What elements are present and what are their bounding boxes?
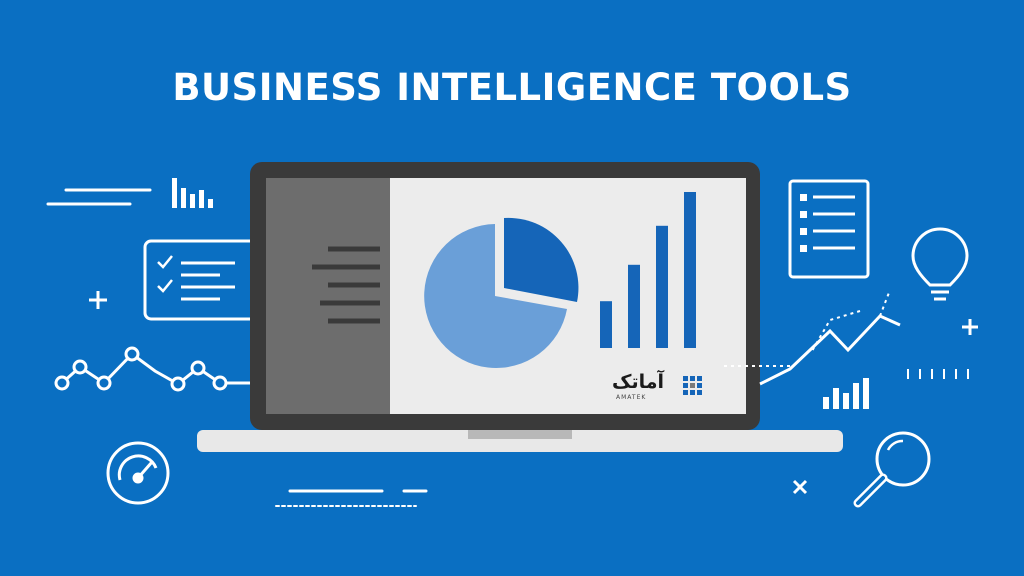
gauge-icon bbox=[106, 441, 170, 505]
close-icon bbox=[792, 479, 808, 495]
plus-icon bbox=[89, 291, 107, 309]
line-graph-icon bbox=[54, 346, 250, 392]
pie-chart bbox=[424, 217, 579, 368]
lightbulb-icon bbox=[911, 227, 969, 301]
tick-marks-icon bbox=[907, 369, 969, 379]
logo-subtitle: AMATEK bbox=[616, 394, 647, 401]
document-list-icon bbox=[788, 179, 870, 279]
bar-chart-icon bbox=[172, 178, 213, 208]
plus-icon bbox=[962, 319, 978, 335]
screen-bar-chart bbox=[600, 192, 696, 348]
trend-arrow-icon bbox=[724, 289, 901, 386]
pie-slice-small bbox=[504, 217, 579, 302]
magnifier-icon bbox=[853, 431, 931, 508]
screen-bar bbox=[656, 225, 668, 348]
trend-lines-icon bbox=[46, 188, 152, 206]
screen-bar bbox=[684, 192, 696, 348]
screen-bar bbox=[628, 264, 640, 348]
page-title: BUSINESS INTELLIGENCE TOOLS bbox=[172, 66, 852, 109]
mini-bar-chart-icon bbox=[823, 378, 869, 409]
trend-lines-icon bbox=[275, 489, 428, 507]
screen-bar bbox=[600, 301, 612, 348]
pie-slice-large bbox=[424, 224, 567, 368]
logo-name: آماتک bbox=[612, 371, 664, 393]
amatek-logo-icon bbox=[683, 376, 702, 395]
